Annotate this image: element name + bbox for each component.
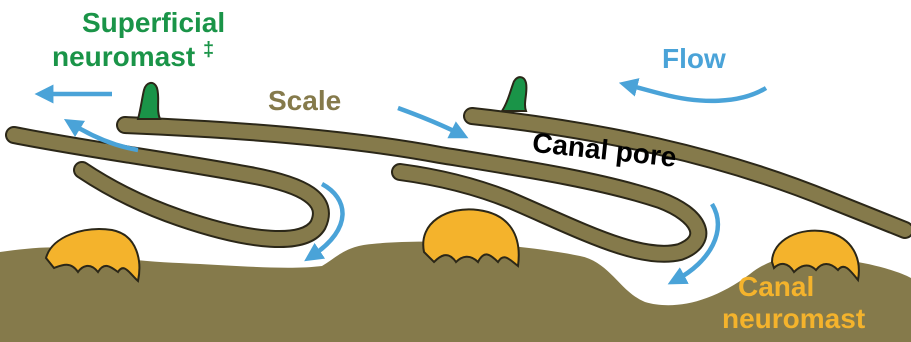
canal-neuromast-label-line1: Canal xyxy=(738,271,814,302)
superficial-neuromast-label-line1: Superficial xyxy=(82,7,225,38)
canal-neuromast-label-line2: neuromast xyxy=(722,303,865,334)
superficial-neuromast-icon xyxy=(502,77,526,111)
canal-neuromast-icon xyxy=(423,209,519,266)
flow-label: Flow xyxy=(662,43,726,74)
flow-arrow-icon xyxy=(628,85,766,101)
flow-arrow-icon xyxy=(398,108,460,134)
superficial-neuromast-label-line2: neuromast ‡ xyxy=(52,39,214,72)
scale-label: Scale xyxy=(268,85,341,116)
superficial-neuromast-label-text: neuromast xyxy=(52,41,195,72)
superficial-neuromast-icon xyxy=(138,83,160,119)
superficial-neuromast-footnote-mark: ‡ xyxy=(203,39,214,61)
